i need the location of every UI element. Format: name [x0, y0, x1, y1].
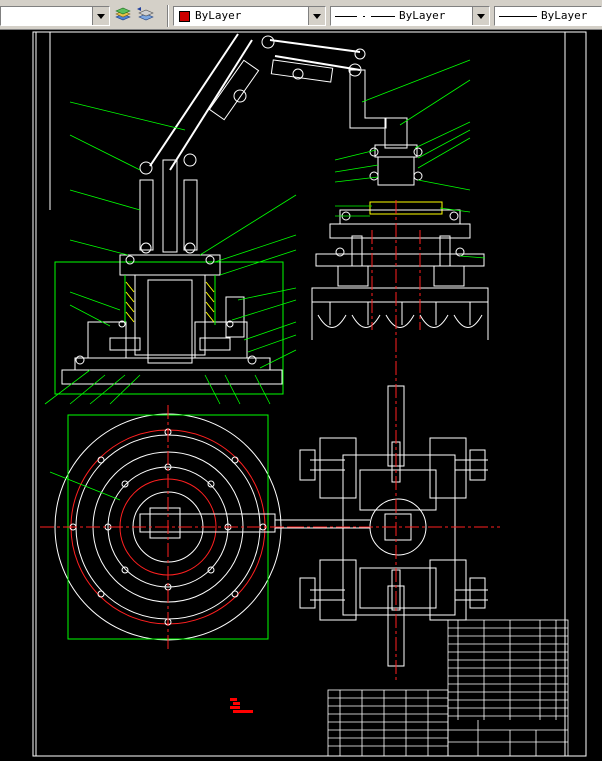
front-elevation-view [311, 69, 489, 340]
lineweight-control-label: ByLayer [541, 9, 588, 22]
title-block [327, 619, 569, 757]
solid-lineweight-preview [499, 16, 537, 17]
layers-stack-icon[interactable] [113, 5, 133, 25]
chevron-down-icon[interactable] [472, 7, 489, 25]
drawing-frame [32, 31, 587, 757]
leader-lines [44, 59, 486, 501]
color-swatch [179, 11, 190, 22]
toolbar-separator [167, 5, 169, 27]
model-space-canvas[interactable] [0, 30, 602, 761]
color-control[interactable]: ByLayer [173, 6, 326, 26]
linetype-control[interactable]: ByLayer [330, 6, 490, 26]
insertion-marker [230, 698, 253, 713]
lineweight-control[interactable]: ByLayer [494, 6, 602, 26]
color-control-label: ByLayer [195, 9, 242, 22]
linetype-control-label: ByLayer [399, 9, 446, 22]
chevron-down-icon[interactable] [92, 7, 109, 25]
dashed-linetype-preview [335, 16, 395, 17]
chevron-down-icon[interactable] [308, 7, 325, 25]
layer-previous-icon[interactable] [135, 5, 155, 25]
centerlines [40, 200, 500, 680]
layer-combo[interactable] [0, 6, 110, 26]
plan-view-chassis [275, 385, 488, 667]
side-elevation-view [54, 33, 366, 395]
properties-toolbar: ByLayer ByLayer ByLayer [0, 0, 602, 30]
